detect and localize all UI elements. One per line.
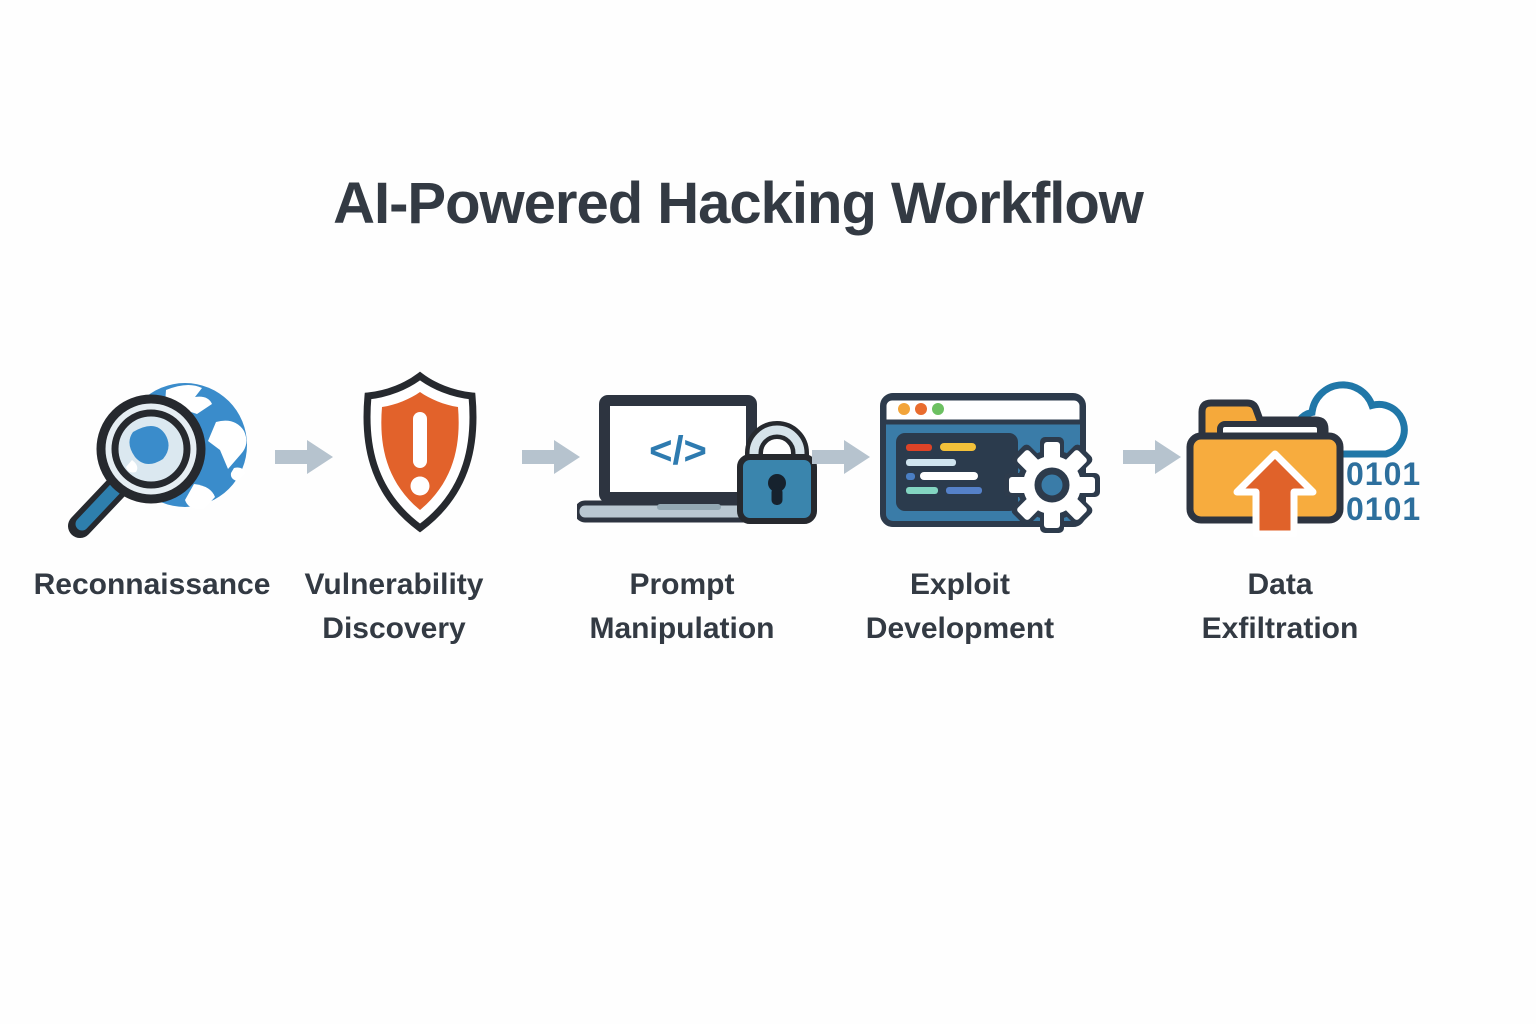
page-title: AI-Powered Hacking Workflow bbox=[333, 171, 1144, 236]
laptop-code-lock-icon: </> bbox=[577, 395, 817, 524]
step-label-line: Vulnerability bbox=[304, 568, 484, 601]
step-label-vulnerability-discovery: Vulnerability Discovery bbox=[234, 563, 554, 651]
folder-upload-cloud-icon: 0101 0101 bbox=[1186, 381, 1421, 538]
binary-text-line2: 0101 bbox=[1346, 491, 1421, 527]
browser-code-gear-icon bbox=[880, 393, 1100, 533]
gear-icon bbox=[1004, 437, 1100, 533]
step-label-data-exfiltration: Data Exfiltration bbox=[1120, 563, 1440, 651]
code-glyph: </> bbox=[649, 429, 707, 473]
flow-arrow-icon bbox=[522, 440, 580, 474]
binary-text-line1: 0101 bbox=[1346, 456, 1421, 492]
step-label-line: Manipulation bbox=[589, 612, 775, 645]
step-label-line: Prompt bbox=[629, 568, 735, 601]
window-dot-orange-icon bbox=[898, 403, 910, 415]
step-label-line: Exfiltration bbox=[1201, 612, 1359, 645]
step-label-line: Exploit bbox=[909, 568, 1010, 601]
upload-arrow-icon bbox=[1233, 450, 1317, 538]
step-label-line: Reconnaissance bbox=[33, 568, 271, 601]
step-label-reconnaissance: Reconnaissance bbox=[0, 563, 312, 607]
window-dot-green-icon bbox=[932, 403, 944, 415]
flow-arrow-icon bbox=[1123, 440, 1181, 474]
step-label-line: Development bbox=[865, 612, 1055, 645]
step-label-prompt-manipulation: Prompt Manipulation bbox=[522, 563, 842, 651]
step-label-line: Discovery bbox=[322, 612, 466, 645]
step-label-line: Data bbox=[1247, 568, 1313, 601]
step-label-exploit-development: Exploit Development bbox=[800, 563, 1120, 651]
flow-arrow-icon bbox=[812, 440, 870, 474]
alert-shield-icon bbox=[363, 371, 477, 533]
window-dot-red-icon bbox=[915, 403, 927, 415]
globe-magnifier-icon bbox=[68, 383, 247, 538]
flow-arrow-icon bbox=[275, 440, 333, 474]
